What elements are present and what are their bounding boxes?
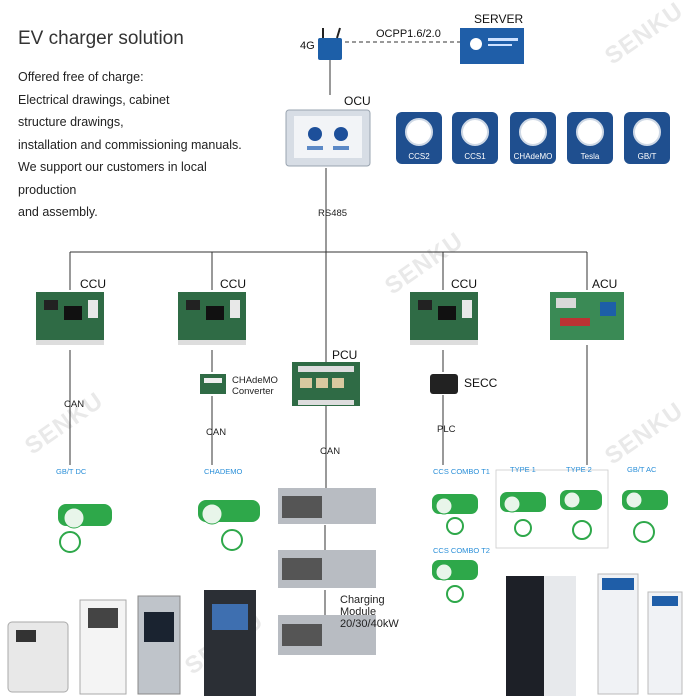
converter-line: CHAdeMO	[232, 375, 278, 386]
intro-line: structure drawings,	[18, 115, 124, 129]
module-line: Module	[340, 606, 377, 618]
router-4g	[318, 27, 342, 60]
module-line: Charging	[340, 594, 385, 606]
acu-board	[550, 292, 624, 340]
ccu-label: CCU	[220, 277, 246, 291]
connection-lines	[69, 41, 588, 615]
connector-label: CHAdeMO	[513, 152, 553, 161]
can-label: CAN	[64, 399, 85, 410]
charging-module-1	[278, 488, 376, 524]
secc-module	[430, 374, 458, 394]
chargers-right	[506, 573, 683, 696]
standard-gbt-dc: GB/T DC	[56, 467, 87, 476]
tesla-icon	[576, 118, 604, 146]
ccu-label: CCU	[80, 277, 106, 291]
intro-line: production	[18, 182, 77, 197]
plug-ccs-t1-icon	[432, 494, 478, 535]
ocpp-label: OCPP1.6/2.0	[376, 28, 441, 40]
connector-tile-chademo: CHAdeMO	[510, 112, 556, 164]
ccu-board-2	[178, 292, 246, 345]
chademo-icon	[519, 118, 547, 146]
pcu-label: PCU	[332, 348, 358, 362]
plug-gbt-ac-icon	[622, 490, 668, 543]
ccs2-icon	[405, 118, 433, 146]
charging-module-label: Charging Module 20/30/40kW	[340, 594, 399, 630]
connector-tile-gbt: GB/T	[624, 112, 670, 164]
chademo-converter-board	[200, 374, 226, 394]
ocu-screen	[285, 109, 371, 167]
standard-ccs-t1: CCS COMBO T1	[433, 467, 490, 476]
connector-label: CCS1	[464, 152, 486, 161]
standard-chademo: CHADEMO	[204, 467, 243, 476]
chademo-converter-label: CHAdeMO Converter	[232, 375, 278, 397]
can-label: CAN	[206, 427, 227, 438]
standard-gbt-ac: GB/T AC	[627, 465, 657, 474]
connector-label: GB/T	[637, 152, 657, 161]
ccu-label: CCU	[451, 277, 477, 291]
ocu-label: OCU	[344, 94, 371, 108]
intro-line: installation and commissioning manuals.	[18, 137, 242, 152]
plug-type1-icon	[500, 492, 546, 537]
intro-line: and assembly.	[18, 205, 98, 219]
standard-type1: TYPE 1	[510, 465, 536, 474]
plug-type2-icon	[560, 490, 602, 540]
gbt-icon	[633, 118, 661, 146]
plc-label: PLC	[437, 424, 456, 435]
connector-tile-tesla: Tesla	[567, 112, 613, 164]
can-label: CAN	[320, 446, 341, 457]
plug-ccs-t2-icon	[432, 560, 478, 603]
server-box	[460, 28, 524, 64]
standard-ccs-t2: CCS COMBO T2	[433, 546, 490, 555]
charging-module-2	[278, 550, 376, 588]
ccu-board-3	[410, 292, 478, 345]
connector-tile-ccs1: CCS1	[452, 112, 498, 164]
rs485-label: RS485	[318, 208, 348, 219]
intro-line: Offered free of charge:	[18, 70, 144, 84]
standard-type2: TYPE 2	[566, 465, 592, 474]
ac-plug-frame	[495, 469, 609, 549]
intro-text: Offered free of charge: Electrical drawi…	[18, 66, 242, 224]
pcu-board	[292, 362, 360, 406]
connector-label: CCS2	[408, 152, 430, 161]
page-title: EV charger solution	[18, 28, 184, 49]
dc-chargers-left	[7, 590, 256, 696]
plug-chademo-icon	[198, 500, 260, 551]
acu-label: ACU	[592, 277, 618, 291]
plugs	[58, 490, 668, 603]
plug-gbt-dc-icon	[58, 504, 112, 553]
server-label: SERVER	[474, 12, 524, 26]
ccs1-icon	[461, 118, 489, 146]
converter-line: Converter	[232, 386, 274, 397]
charging-module-3	[278, 615, 376, 655]
module-line: 20/30/40kW	[340, 618, 399, 630]
secc-label: SECC	[464, 376, 498, 390]
intro-line: We support our customers in local	[18, 160, 207, 174]
intro-line: Electrical drawings, cabinet	[18, 92, 170, 107]
connector-tile-ccs2: CCS2	[396, 112, 442, 164]
network-label: 4G	[300, 40, 315, 52]
connector-label: Tesla	[580, 152, 600, 161]
ccu-board-1	[36, 292, 104, 345]
